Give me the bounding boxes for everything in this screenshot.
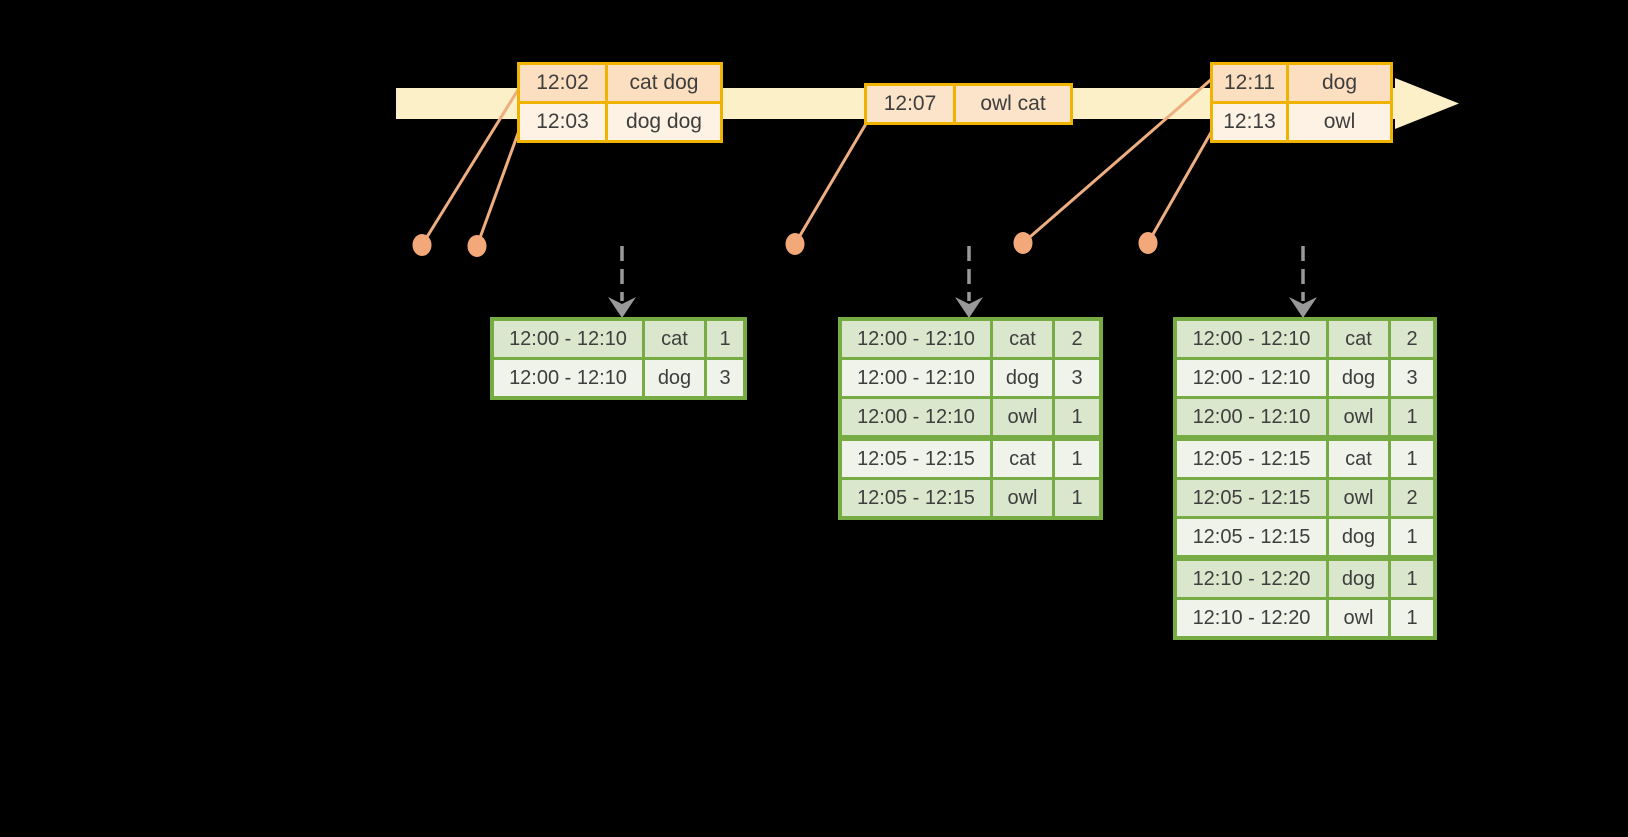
word-cell: dog — [645, 360, 704, 396]
event-time-cell: 12:07 — [867, 86, 953, 122]
table-row: 12:10 - 12:20 owl 1 — [1177, 600, 1433, 636]
event-batch-box-1: 12:02 cat dog 12:03 dog dog — [517, 62, 723, 143]
trigger-arrow-icon — [955, 246, 983, 318]
window-cell: 12:10 - 12:20 — [1177, 561, 1326, 597]
count-cell: 1 — [1391, 600, 1433, 636]
count-cell: 1 — [1391, 561, 1433, 597]
event-batch-box-2: 12:07 owl cat — [864, 83, 1073, 125]
count-cell: 2 — [1391, 321, 1433, 357]
table-row: 12:00 - 12:10 dog 3 — [494, 360, 743, 396]
event-connector-line — [475, 126, 522, 248]
event-dot-icon — [467, 235, 487, 257]
event-connector-line — [420, 83, 523, 247]
result-table-1: 12:00 - 12:10 cat 1 12:00 - 12:10 dog 3 — [490, 317, 747, 400]
result-table-2: 12:00 - 12:10 cat 2 12:00 - 12:10 dog 3 … — [838, 317, 1103, 520]
window-cell: 12:05 - 12:15 — [842, 441, 990, 477]
event-dot-icon — [412, 234, 432, 256]
event-dot-icon — [785, 233, 805, 255]
word-cell: cat — [993, 321, 1052, 357]
table-row: 12:00 - 12:10 dog 3 — [1177, 360, 1433, 396]
count-cell: 3 — [1055, 360, 1099, 396]
event-words-cell: cat dog — [608, 65, 720, 101]
word-cell: owl — [1329, 399, 1388, 435]
count-cell: 1 — [1055, 480, 1099, 516]
table-row: 12:00 - 12:10 owl 1 — [1177, 399, 1433, 435]
count-cell: 3 — [1391, 360, 1433, 396]
count-cell: 2 — [1391, 480, 1433, 516]
window-cell: 12:05 - 12:15 — [1177, 441, 1326, 477]
event-dot-icon — [1138, 232, 1158, 254]
timeline-arrowhead-icon — [1395, 78, 1459, 129]
table-row: 12:05 - 12:15 cat 1 — [842, 441, 1099, 477]
table-row: 12:00 - 12:10 cat 2 — [1177, 321, 1433, 357]
table-row: 12:00 - 12:10 cat 2 — [842, 321, 1099, 357]
event-dot-icon — [1013, 232, 1033, 254]
window-cell: 12:10 - 12:20 — [1177, 600, 1326, 636]
word-cell: dog — [1329, 519, 1388, 555]
window-cell: 12:00 - 12:10 — [1177, 360, 1326, 396]
window-cell: 12:05 - 12:15 — [1177, 519, 1326, 555]
window-cell: 12:05 - 12:15 — [1177, 480, 1326, 516]
count-cell: 1 — [1391, 519, 1433, 555]
event-connector-line — [1146, 127, 1215, 245]
count-cell: 1 — [707, 321, 743, 357]
table-row: 12:00 - 12:10 cat 1 — [494, 321, 743, 357]
trigger-arrow-icon — [1289, 246, 1317, 318]
count-cell: 1 — [1391, 399, 1433, 435]
trigger-arrow-icon — [608, 246, 636, 318]
window-cell: 12:05 - 12:15 — [842, 480, 990, 516]
event-words-cell: dog dog — [608, 104, 720, 140]
word-cell: dog — [993, 360, 1052, 396]
count-cell: 2 — [1055, 321, 1099, 357]
word-cell: owl — [993, 480, 1052, 516]
event-time-cell: 12:02 — [520, 65, 605, 101]
table-row: 12:05 - 12:15 owl 1 — [842, 480, 1099, 516]
event-time-cell: 12:03 — [520, 104, 605, 140]
table-row: 12:00 - 12:10 owl 1 — [842, 399, 1099, 435]
event-batch-box-3: 12:11 dog 12:13 owl — [1210, 62, 1393, 143]
event-connector-line — [1021, 75, 1216, 245]
table-row: 12:00 - 12:10 dog 3 — [842, 360, 1099, 396]
result-table-3: 12:00 - 12:10 cat 2 12:00 - 12:10 dog 3 … — [1173, 317, 1437, 640]
table-row: 12:05 - 12:15 cat 1 — [1177, 441, 1433, 477]
event-words-cell: owl cat — [956, 86, 1070, 122]
table-row: 12:10 - 12:20 dog 1 — [1177, 561, 1433, 597]
event-words-cell: owl — [1289, 104, 1390, 140]
count-cell: 1 — [1391, 441, 1433, 477]
window-cell: 12:00 - 12:10 — [842, 321, 990, 357]
window-cell: 12:00 - 12:10 — [842, 360, 990, 396]
table-row: 12:05 - 12:15 dog 1 — [1177, 519, 1433, 555]
word-cell: owl — [1329, 480, 1388, 516]
word-cell: owl — [993, 399, 1052, 435]
word-cell: cat — [645, 321, 704, 357]
window-cell: 12:00 - 12:10 — [494, 321, 642, 357]
count-cell: 1 — [1055, 399, 1099, 435]
word-cell: cat — [1329, 441, 1388, 477]
window-cell: 12:00 - 12:10 — [1177, 399, 1326, 435]
event-time-cell: 12:13 — [1213, 104, 1286, 140]
word-cell: cat — [1329, 321, 1388, 357]
word-cell: cat — [993, 441, 1052, 477]
window-cell: 12:00 - 12:10 — [1177, 321, 1326, 357]
event-words-cell: dog — [1289, 65, 1390, 101]
event-time-cell: 12:11 — [1213, 65, 1286, 101]
event-connector-line — [793, 120, 869, 246]
count-cell: 1 — [1055, 441, 1099, 477]
window-cell: 12:00 - 12:10 — [494, 360, 642, 396]
table-row: 12:05 - 12:15 owl 2 — [1177, 480, 1433, 516]
count-cell: 3 — [707, 360, 743, 396]
word-cell: dog — [1329, 561, 1388, 597]
word-cell: owl — [1329, 600, 1388, 636]
window-cell: 12:00 - 12:10 — [842, 399, 990, 435]
word-cell: dog — [1329, 360, 1388, 396]
